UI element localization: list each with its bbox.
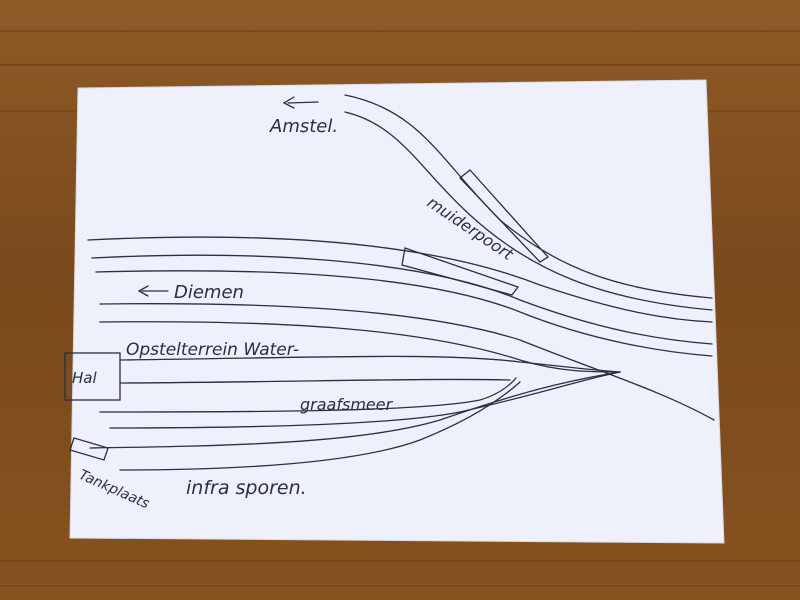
paper-sheet <box>69 79 725 544</box>
label-hal: Hal <box>72 369 97 387</box>
label-diemen: Diemen <box>174 282 244 303</box>
tank-platform <box>69 437 109 461</box>
amstel-arrow-head <box>282 96 295 109</box>
label-infra-sporen: infra sporen. <box>186 477 307 499</box>
track-yard-2 <box>119 355 621 373</box>
track-main-4 <box>99 303 715 421</box>
track-main-2 <box>91 254 713 345</box>
diemen-arrow-head <box>137 285 149 297</box>
track-yard-1 <box>99 321 621 373</box>
platform-muiderpoort-upper <box>459 169 549 263</box>
track-main-1 <box>87 236 713 323</box>
amstel-arrow-line <box>287 101 319 104</box>
hal-building <box>64 352 121 401</box>
label-graafsmeer: graafsmeer <box>300 395 394 414</box>
label-amstel: Amstel. <box>269 116 338 137</box>
label-opstelterrein: Opstelterrein Water- <box>126 340 299 360</box>
track-yard-4 <box>99 377 517 413</box>
track-yard-7 <box>119 381 521 471</box>
track-amstel-2 <box>344 111 713 311</box>
platform-muiderpoort-lower <box>401 247 520 296</box>
track-yard-5 <box>109 371 621 429</box>
track-yard-6 <box>89 371 621 449</box>
track-yard-3 <box>119 378 511 384</box>
track-main-3 <box>95 270 713 357</box>
